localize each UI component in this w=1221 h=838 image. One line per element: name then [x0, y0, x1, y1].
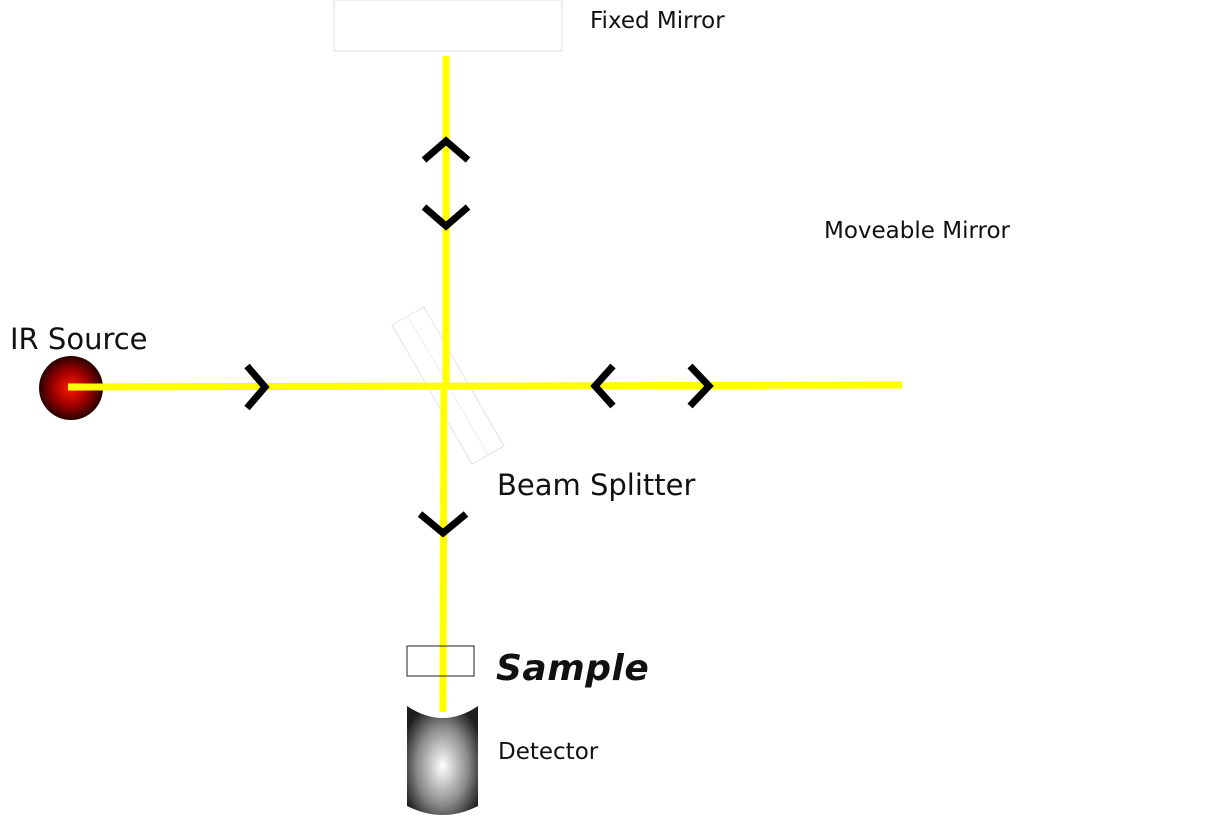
fixed-mirror: [333, 0, 563, 52]
chevron-icon: [421, 136, 471, 163]
chevron-icon: [687, 363, 714, 409]
chevron-icon: [590, 363, 616, 409]
chevron-icon: [244, 363, 270, 411]
detector-icon: [407, 706, 478, 815]
fixed-mirror-label: Fixed Mirror: [590, 8, 725, 34]
detector-label: Detector: [498, 739, 599, 765]
sample-label: Sample: [496, 648, 650, 689]
chevron-icon: [417, 511, 469, 538]
sample-cell: [406, 645, 475, 677]
beam-splitter-label: Beam Splitter: [497, 468, 696, 502]
beam-to-detector: [439, 384, 448, 713]
moveable-mirror-label: Moveable Mirror: [824, 218, 1010, 244]
beam-horizontal: [67, 381, 903, 391]
chevron-icon: [421, 204, 471, 231]
ir-source-label: IR Source: [10, 322, 148, 356]
beam-paths: [67, 56, 903, 713]
